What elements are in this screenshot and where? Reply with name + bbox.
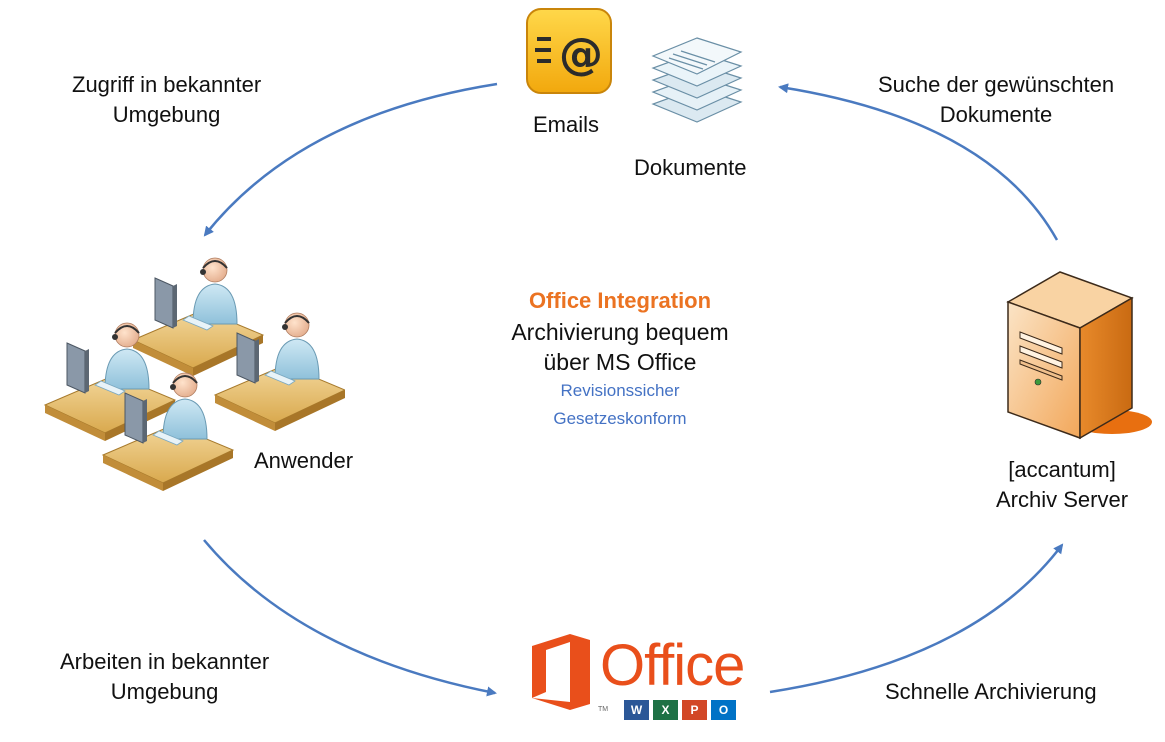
arrow-server-to-documents [778, 83, 1059, 241]
document-stack-icon [651, 37, 743, 123]
server-label-line2: Archiv Server [996, 487, 1129, 512]
edge-label-work-line1: Arbeiten in bekannter [60, 649, 270, 674]
edge-label-access-line2: Umgebung [112, 102, 221, 127]
users-label: Anwender [254, 448, 354, 473]
edge-label-search-line2: Dokumente [939, 102, 1053, 127]
office-wordmark: Office [600, 633, 745, 698]
edge-label-access: Zugriff in bekannter Umgebung [72, 70, 261, 130]
svg-text:@: @ [559, 29, 603, 80]
center-line2: über MS Office [543, 349, 697, 375]
edge-label-archive: Schnelle Archivierung [885, 679, 1097, 704]
arrow-users-to-office [203, 539, 497, 697]
edge-label-work: Arbeiten in bekannter Umgebung [60, 647, 269, 707]
word-icon: W [624, 700, 649, 720]
office-logo-icon [532, 634, 590, 710]
outlook-icon: O [711, 700, 736, 720]
excel-icon: X [653, 700, 678, 720]
server-label: [accantum] Archiv Server [996, 455, 1128, 515]
edge-label-access-line1: Zugriff in bekannter [72, 72, 262, 97]
center-sub2: Gesetzeskonform [553, 409, 687, 428]
center-sub1: Revisionssicher [560, 381, 680, 400]
center-title: Office Integration [528, 288, 712, 313]
edge-label-work-line2: Umgebung [110, 679, 219, 704]
emails-label: Emails [533, 112, 600, 137]
center-text-block: Office Integration Archivierung bequem ü… [470, 285, 770, 433]
documents-label: Dokumente [634, 155, 747, 180]
center-line1: Archivierung bequem [511, 319, 729, 345]
arrow-emails-to-users [203, 82, 498, 237]
office-trademark: TM [598, 706, 609, 713]
email-at-icon: @ [526, 8, 612, 94]
powerpoint-icon: P [682, 700, 707, 720]
server-tower-icon [1006, 271, 1152, 440]
server-label-line1: [accantum] [1008, 457, 1116, 482]
edge-label-search: Suche der gewünschten Dokumente [878, 70, 1114, 130]
office-app-tiles: W X P O [624, 700, 744, 722]
arrow-office-to-server [769, 543, 1064, 694]
edge-label-search-line1: Suche der gewünschten [878, 72, 1115, 97]
